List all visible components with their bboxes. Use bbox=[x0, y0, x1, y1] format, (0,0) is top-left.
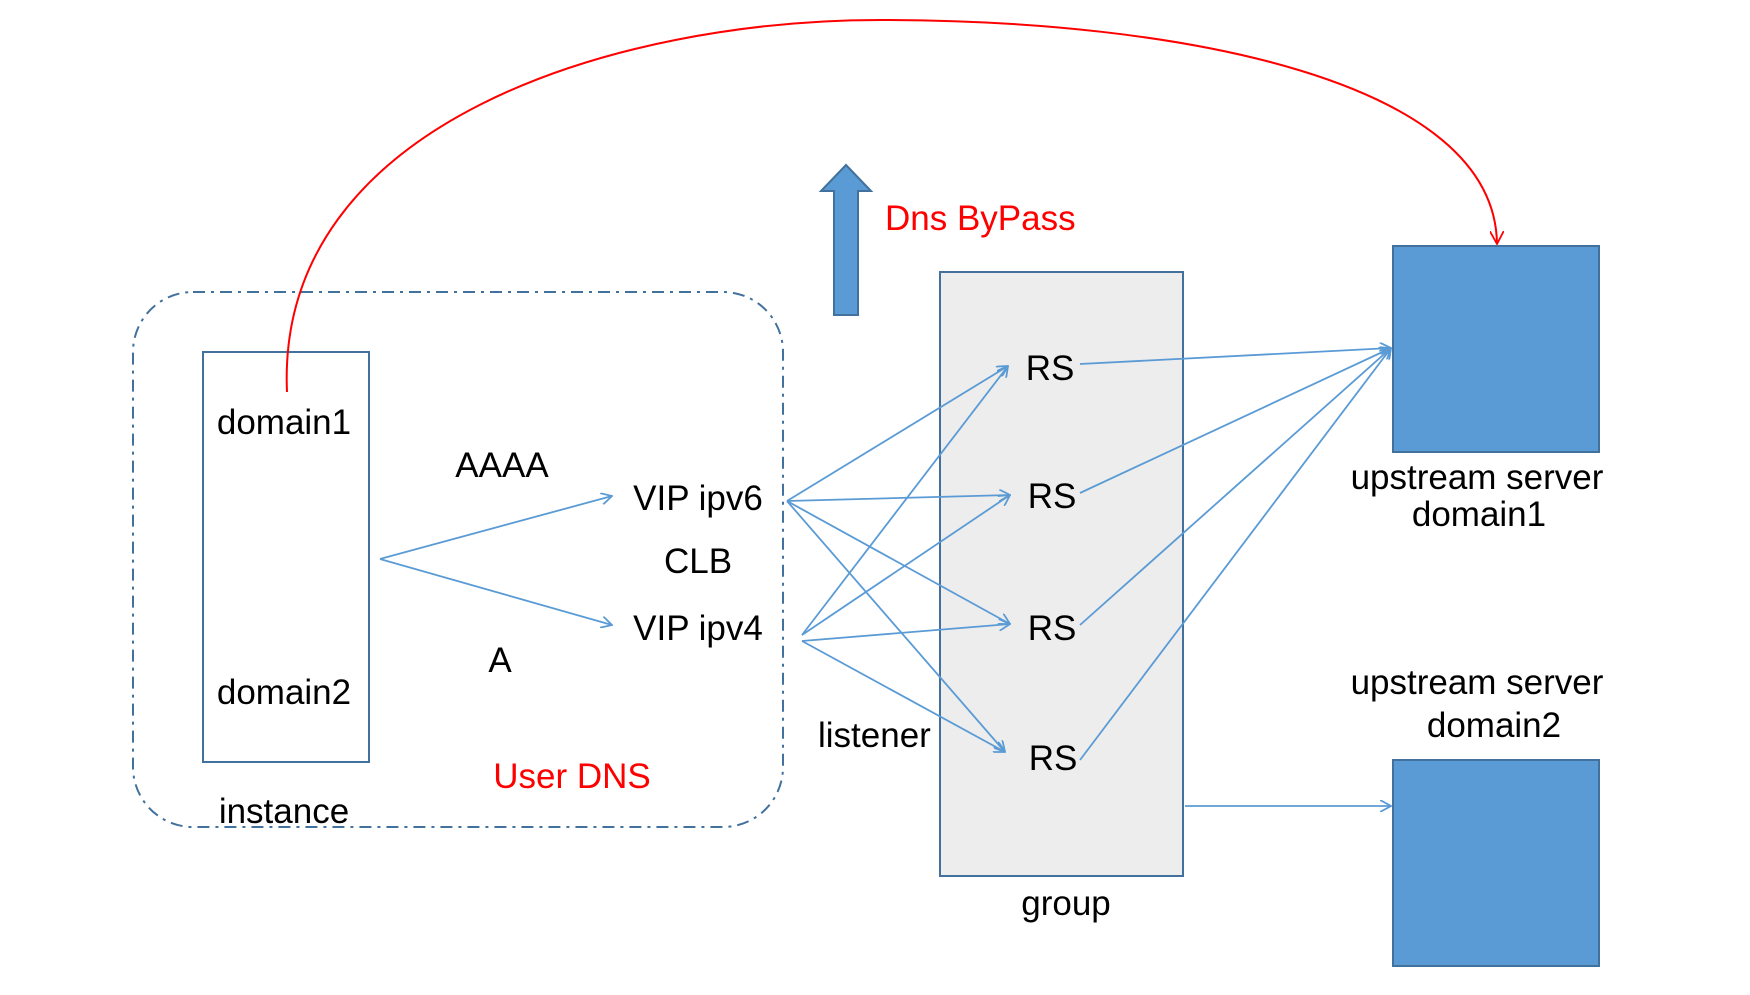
ipv6-to-rs1 bbox=[786, 366, 1008, 502]
upstream-server-2-line2: domain2 bbox=[1427, 706, 1561, 745]
ipv4-to-rs2 bbox=[801, 495, 1010, 636]
rs4-to-upstream1 bbox=[1079, 348, 1391, 761]
ipv4-to-rs1 bbox=[801, 366, 1008, 636]
rs-label-4: RS bbox=[1029, 739, 1078, 778]
user-dns-label: User DNS bbox=[493, 757, 651, 796]
ipv6-to-rs4 bbox=[786, 500, 1005, 752]
rs-label-1: RS bbox=[1026, 349, 1075, 388]
group-label: group bbox=[1021, 884, 1111, 923]
up-arrow-icon bbox=[818, 163, 874, 316]
upstream-server-1-line1: upstream server bbox=[1351, 458, 1604, 497]
ipv4-to-rs3 bbox=[801, 624, 1010, 642]
aaaa-record-label: AAAA bbox=[455, 446, 549, 485]
rs3-to-upstream1 bbox=[1079, 348, 1391, 626]
rs-label-3: RS bbox=[1028, 609, 1077, 648]
domain1-label: domain1 bbox=[217, 403, 351, 442]
listener-label: listener bbox=[818, 716, 931, 755]
group-box bbox=[939, 271, 1184, 877]
upstream-server-2 bbox=[1392, 759, 1600, 967]
upstream-server-1 bbox=[1392, 245, 1600, 453]
dns-bypass-curve bbox=[285, 18, 1497, 393]
a-record-label: A bbox=[488, 641, 512, 680]
dns-bypass-label: Dns ByPass bbox=[885, 199, 1076, 238]
instance-box bbox=[202, 351, 370, 763]
rs1-to-upstream1 bbox=[1079, 348, 1391, 365]
user-dns-region bbox=[132, 291, 784, 828]
ipv6-to-rs2 bbox=[786, 495, 1010, 502]
clb-label: CLB bbox=[664, 542, 732, 581]
vip-ipv4-label: VIP ipv4 bbox=[633, 609, 763, 648]
upstream-server-1-line2: domain1 bbox=[1412, 495, 1546, 534]
upstream-server-2-line1: upstream server bbox=[1351, 663, 1604, 702]
vip-ipv6-label: VIP ipv6 bbox=[633, 479, 763, 518]
domain2-label: domain2 bbox=[217, 673, 351, 712]
ipv4-to-rs4 bbox=[801, 640, 1005, 752]
aaaa-arrow bbox=[379, 496, 612, 560]
a-arrow bbox=[379, 558, 612, 625]
ipv6-to-rs3 bbox=[786, 500, 1010, 624]
rs2-to-upstream1 bbox=[1079, 348, 1391, 494]
rs-label-2: RS bbox=[1028, 477, 1077, 516]
instance-label: instance bbox=[219, 792, 349, 831]
